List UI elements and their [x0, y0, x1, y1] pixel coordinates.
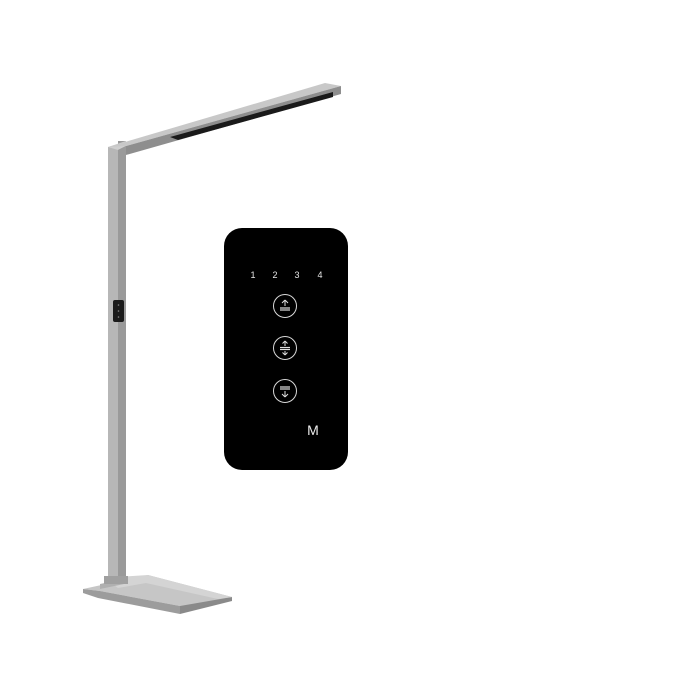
light-up-icon: [280, 299, 290, 311]
level-1-label[interactable]: 1: [250, 270, 256, 280]
lamp-arm: [108, 83, 341, 158]
lamp-pole: [104, 141, 128, 584]
light-both-button[interactable]: [273, 336, 297, 360]
light-both-icon: [280, 340, 290, 356]
level-2-label[interactable]: 2: [272, 270, 278, 280]
light-down-button[interactable]: [273, 379, 297, 403]
brightness-level-indicators: 1 2 3 4: [224, 268, 348, 282]
touch-sensor[interactable]: [113, 300, 124, 322]
light-up-button[interactable]: [273, 294, 297, 318]
mode-button[interactable]: M: [307, 422, 319, 438]
remote-control: 1 2 3 4: [224, 228, 348, 470]
level-3-label[interactable]: 3: [294, 270, 300, 280]
level-4-label[interactable]: 4: [317, 270, 323, 280]
light-down-icon: [280, 386, 290, 398]
